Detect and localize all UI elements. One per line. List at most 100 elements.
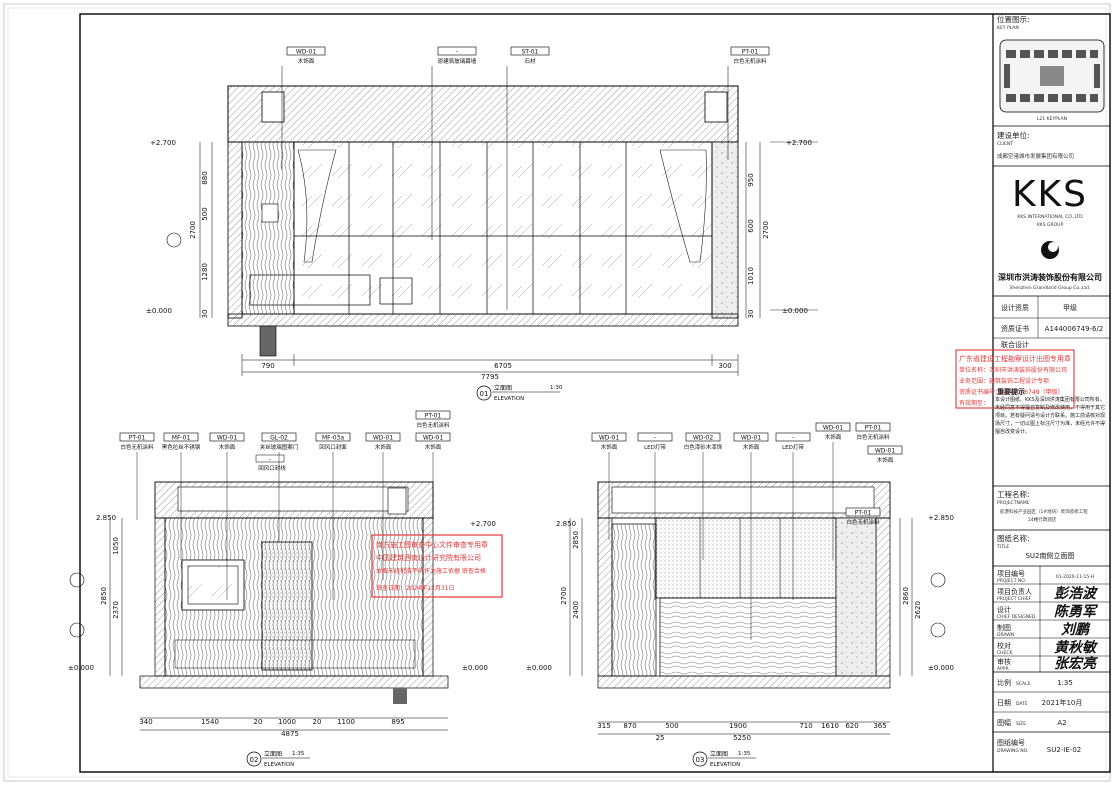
svg-text:MF-01: MF-01 — [172, 435, 191, 442]
svg-text:1900: 1900 — [729, 722, 747, 730]
svg-text:立面图: 立面图 — [494, 384, 512, 392]
svg-text:A144006749-6/2: A144006749-6/2 — [1045, 325, 1104, 333]
svg-text:03: 03 — [696, 756, 705, 764]
material-tag: ST-01 石材 — [506, 46, 550, 310]
svg-text:白色无机涂料: 白色无机涂料 — [856, 433, 890, 441]
svg-text:2860: 2860 — [902, 587, 910, 605]
svg-text:建设单位:: 建设单位: — [997, 130, 1030, 140]
svg-text:木饰面: 木饰面 — [877, 456, 894, 464]
svg-text:航港科技产业园区（1#地块）装饰装修工程: 航港科技产业园区（1#地块）装饰装修工程 — [1000, 508, 1088, 515]
svg-text:WD-01: WD-01 — [373, 435, 394, 442]
svg-text:项目编号: 项目编号 — [997, 569, 1025, 578]
svg-text:张宏亮: 张宏亮 — [1054, 655, 1099, 672]
svg-text:工程名称:: 工程名称: — [997, 489, 1030, 499]
svg-text:01-2020-11-15-H: 01-2020-11-15-H — [1056, 574, 1095, 580]
svg-text:木饰面: 木饰面 — [375, 443, 392, 451]
svg-text:1100: 1100 — [337, 718, 355, 726]
svg-text:ELEVATION: ELEVATION — [494, 396, 524, 402]
company-logo: KKS KKS INTERNATIONAL CO.,LTD KKS GROUP … — [998, 174, 1102, 291]
svg-text:中国建筑西南设计研究院有限公司: 中国建筑西南设计研究院有限公司 — [376, 553, 481, 562]
svg-text:设计资质: 设计资质 — [1001, 303, 1029, 312]
svg-text:±0.000: ±0.000 — [782, 307, 808, 315]
svg-text:PT-01: PT-01 — [742, 49, 759, 56]
svg-text:1:35: 1:35 — [738, 751, 751, 757]
elevation-03-horizontal-dims: 315 870 500 1900 710 1610 620 365 5250 2… — [597, 721, 890, 742]
svg-text:木饰面: 木饰面 — [425, 443, 442, 451]
svg-text:夹丝玻璃图案门: 夹丝玻璃图案门 — [260, 443, 299, 451]
svg-text:木饰面: 木饰面 — [825, 433, 842, 441]
svg-text:-: - — [456, 49, 458, 56]
elevation-02-title: 02 立面图 ELEVATION 1:35 — [246, 750, 310, 768]
svg-text:1000: 1000 — [278, 718, 296, 726]
svg-text:WD-01: WD-01 — [423, 435, 444, 442]
material-tag: MF-01 黑色拉丝不锈钢 — [162, 432, 201, 451]
svg-text:620: 620 — [845, 722, 858, 730]
svg-text:PT-01: PT-01 — [865, 425, 882, 432]
material-tag: - 回风口封线 — [255, 454, 286, 472]
svg-text:APPR.: APPR. — [997, 666, 1010, 672]
vertical-dimensions-right: 950 600 2700 1010 30 +2.700 ±0.000 — [745, 139, 818, 319]
svg-text:2620: 2620 — [914, 601, 922, 619]
svg-text:30: 30 — [747, 310, 755, 319]
svg-text:白色漆砂木漆饰: 白色漆砂木漆饰 — [684, 443, 723, 451]
svg-text:-: - — [654, 435, 656, 442]
svg-text:01: 01 — [480, 390, 489, 398]
svg-text:2700: 2700 — [560, 587, 568, 605]
svg-text:2.850: 2.850 — [96, 514, 116, 522]
svg-text:2021年10月: 2021年10月 — [1042, 698, 1083, 707]
svg-text:KKS GROUP: KKS GROUP — [1037, 222, 1064, 228]
svg-text:WD-01: WD-01 — [296, 49, 317, 56]
svg-text:WD-01: WD-01 — [875, 448, 896, 455]
svg-text:6705: 6705 — [494, 362, 512, 370]
svg-text:KEY PLAN: KEY PLAN — [997, 25, 1019, 31]
svg-text:位置图示:: 位置图示: — [997, 14, 1030, 24]
svg-text:ST-01: ST-01 — [522, 49, 539, 56]
svg-text:PROJECTNAME: PROJECTNAME — [997, 500, 1030, 506]
elevation-01-title: 01 立面图 ELEVATION 1:30 — [476, 384, 563, 402]
svg-text:ELEVATION: ELEVATION — [710, 762, 740, 768]
elevation-03-vertical-dims: 2700 2400 2850 2860 2620 2.850 ±0.000 +2… — [526, 514, 954, 676]
svg-text:本图未经批准不得作为施工依据 审查合格: 本图未经批准不得作为施工依据 审查合格 — [376, 567, 486, 575]
project-block: 工程名称: PROJECTNAME 航港科技产业园区（1#地块）装饰装修工程 2… — [997, 489, 1088, 523]
svg-text:资质证书: 资质证书 — [1001, 324, 1029, 333]
svg-text:GL-02: GL-02 — [270, 435, 288, 442]
drawing-title-block: 图纸名称: TITLE SU2南侧立面图 — [996, 533, 1075, 560]
svg-text:木饰面: 木饰面 — [743, 443, 760, 451]
svg-text:PT-01: PT-01 — [855, 510, 872, 517]
svg-text:PROJECT CHIEF: PROJECT CHIEF — [997, 596, 1032, 602]
svg-text:PROJECT NO.: PROJECT NO. — [997, 578, 1026, 584]
qualification-table: 设计资质 甲级 资质证书 A144006749-6/2 联合设计 — [993, 296, 1110, 349]
svg-text:陈勇军: 陈勇军 — [1054, 603, 1099, 620]
svg-text:WD-01: WD-01 — [217, 435, 238, 442]
svg-text:校对: 校对 — [997, 641, 1011, 650]
svg-text:SU2南侧立面图: SU2南侧立面图 — [1025, 551, 1074, 560]
material-tag: WD-01 木饰面 — [209, 432, 245, 451]
svg-text:1010: 1010 — [747, 267, 755, 285]
svg-text:2370: 2370 — [112, 601, 120, 619]
elevation-02-horizontal-dims: 340 1540 20 1000 20 1100 895 4875 — [139, 717, 448, 738]
svg-text:甲级: 甲级 — [1063, 303, 1077, 312]
elevation-03-title: 03 立面图 ELEVATION 1:35 — [692, 750, 756, 768]
svg-text:WD-01: WD-01 — [599, 435, 620, 442]
svg-text:审核: 审核 — [997, 657, 1011, 666]
svg-text:4875: 4875 — [281, 730, 299, 738]
svg-text:CHIEF DESIGNED: CHIEF DESIGNED — [997, 614, 1036, 620]
svg-text:340: 340 — [139, 718, 152, 726]
svg-text:1610: 1610 — [821, 722, 839, 730]
svg-text:设计: 设计 — [997, 605, 1011, 614]
svg-text:2.850: 2.850 — [556, 520, 576, 528]
svg-text:DRAWN: DRAWN — [997, 632, 1014, 638]
svg-text:木饰面: 木饰面 — [601, 443, 618, 451]
svg-text:深圳市洪涛装饰股份有限公司: 深圳市洪涛装饰股份有限公司 — [998, 272, 1102, 282]
svg-text:2700: 2700 — [189, 221, 197, 239]
notice-text: 本设计图纸、KKS及深圳洪涛集团有限公司所有。未经同意不得擅自复制及修改使用，不… — [995, 397, 1106, 435]
elevation-02-vertical-dims: 2850 2370 1050 2.850 ±0.000 +2.700 ±0.00… — [68, 514, 496, 676]
svg-text:图纸编号: 图纸编号 — [997, 738, 1025, 747]
material-tag: MF-03a 回风口封面 — [315, 432, 351, 451]
svg-text:南方施工图审查中心文件审查专用章: 南方施工图审查中心文件审查专用章 — [376, 540, 488, 549]
material-tag: PT-01 白色无机涂料 — [119, 432, 155, 451]
